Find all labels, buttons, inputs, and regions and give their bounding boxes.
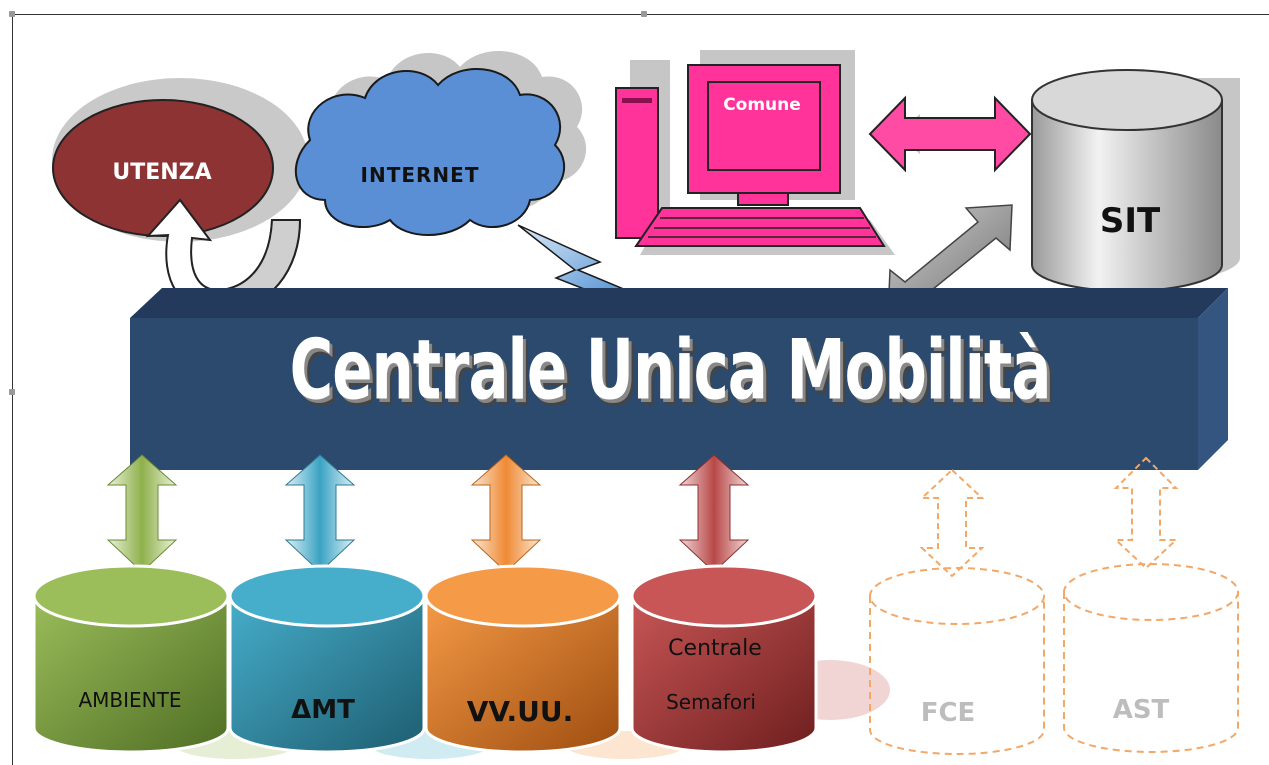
double-arrow-icon: [868, 95, 1032, 173]
double-arrow-icon: [284, 454, 356, 573]
ast-label: AST: [1112, 695, 1170, 725]
database-icon: [1063, 563, 1239, 753]
double-arrow-icon: [470, 454, 542, 573]
amt-label: ΔMT: [291, 695, 355, 725]
selection-handle[interactable]: [9, 11, 15, 17]
sit-label: SIT: [1099, 201, 1161, 241]
computer-icon: [615, 50, 895, 255]
database-icon: [869, 567, 1045, 755]
database-icon: [32, 564, 230, 754]
selection-handle[interactable]: [641, 11, 647, 17]
double-arrow-icon: [678, 454, 750, 573]
centrale-semafori-label-line1: Centrale: [668, 636, 762, 661]
double-arrow-icon: [919, 468, 985, 578]
centrale-semafori-label-line2: Semafori: [666, 690, 756, 714]
ambiente-label: AMBIENTE: [78, 688, 182, 712]
double-arrow-icon: [106, 454, 178, 573]
central-title: Centrale Unica Mobilità: [289, 322, 1052, 419]
database-icon: [630, 564, 818, 754]
database-icon: [424, 564, 622, 754]
central-bar: [130, 288, 1228, 470]
utenza-label: UTENZA: [112, 160, 212, 185]
database-icon: [228, 564, 426, 754]
selection-handle[interactable]: [9, 389, 15, 395]
selection-frame-top: [12, 14, 1269, 15]
utenza-node: [52, 78, 308, 242]
internet-label: INTERNET: [360, 163, 480, 187]
vvuu-label: VV.UU.: [466, 695, 574, 728]
fce-label: FCE: [920, 698, 976, 728]
sit-database: [1031, 69, 1240, 292]
internet-cloud: [294, 50, 587, 236]
double-arrow-icon: [1113, 456, 1179, 570]
comune-label: Comune: [723, 95, 801, 115]
